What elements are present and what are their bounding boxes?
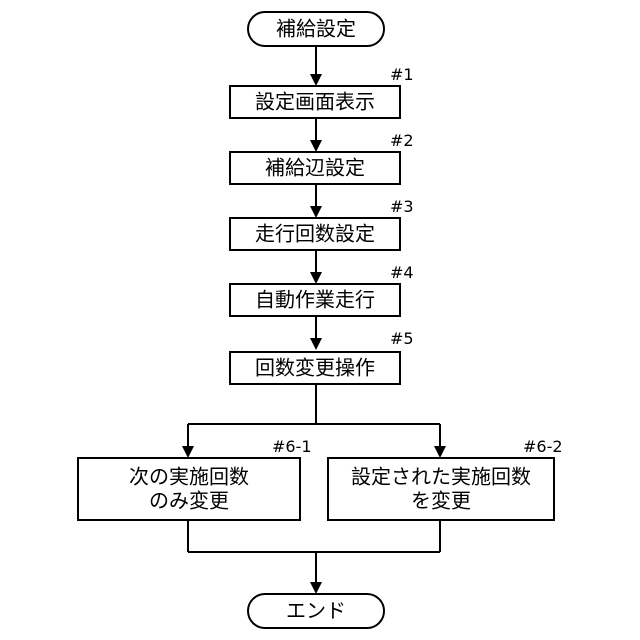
arrowhead — [310, 140, 322, 152]
branch-6-1-tag: #6-1 — [272, 437, 312, 456]
branch-6-2: #6-2 設定された実施回数 を変更 — [328, 437, 563, 520]
arrowhead — [310, 74, 322, 86]
arrowhead — [310, 582, 322, 594]
step-3-label: 走行回数設定 — [255, 222, 375, 246]
arrowhead — [434, 446, 446, 458]
branch-6-1-line-1: 次の実施回数 — [129, 465, 249, 489]
step-4: #4 自動作業走行 — [230, 263, 414, 316]
start-terminal-label: 補給設定 — [276, 17, 356, 41]
step-2-tag: #2 — [390, 131, 414, 150]
arrowhead — [310, 206, 322, 218]
start-terminal: 補給設定 — [248, 12, 384, 46]
step-5-label: 回数変更操作 — [255, 356, 375, 380]
end-terminal: エンド — [248, 594, 384, 628]
branch-6-1-line-2: のみ変更 — [149, 489, 229, 513]
step-1-label: 設定画面表示 — [255, 90, 375, 114]
branch-6-2-line-2: を変更 — [411, 489, 471, 513]
step-5-tag: #5 — [390, 329, 414, 348]
step-3-tag: #3 — [390, 197, 414, 216]
step-2: #2 補給辺設定 — [230, 131, 414, 184]
step-1-tag: #1 — [390, 65, 414, 84]
branch-6-2-tag: #6-2 — [523, 437, 563, 456]
step-3: #3 走行回数設定 — [230, 197, 414, 250]
branch-6-2-line-1: 設定された実施回数 — [351, 465, 531, 489]
arrowhead — [310, 272, 322, 284]
step-4-tag: #4 — [390, 263, 414, 282]
step-1: #1 設定画面表示 — [230, 65, 414, 118]
end-terminal-label: エンド — [286, 599, 346, 623]
arrowhead — [182, 446, 194, 458]
arrowhead — [310, 338, 322, 350]
branch-6-1: #6-1 次の実施回数 のみ変更 — [78, 437, 312, 520]
step-4-label: 自動作業走行 — [255, 288, 375, 312]
step-2-label: 補給辺設定 — [265, 156, 365, 180]
step-5: #5 回数変更操作 — [230, 329, 414, 384]
